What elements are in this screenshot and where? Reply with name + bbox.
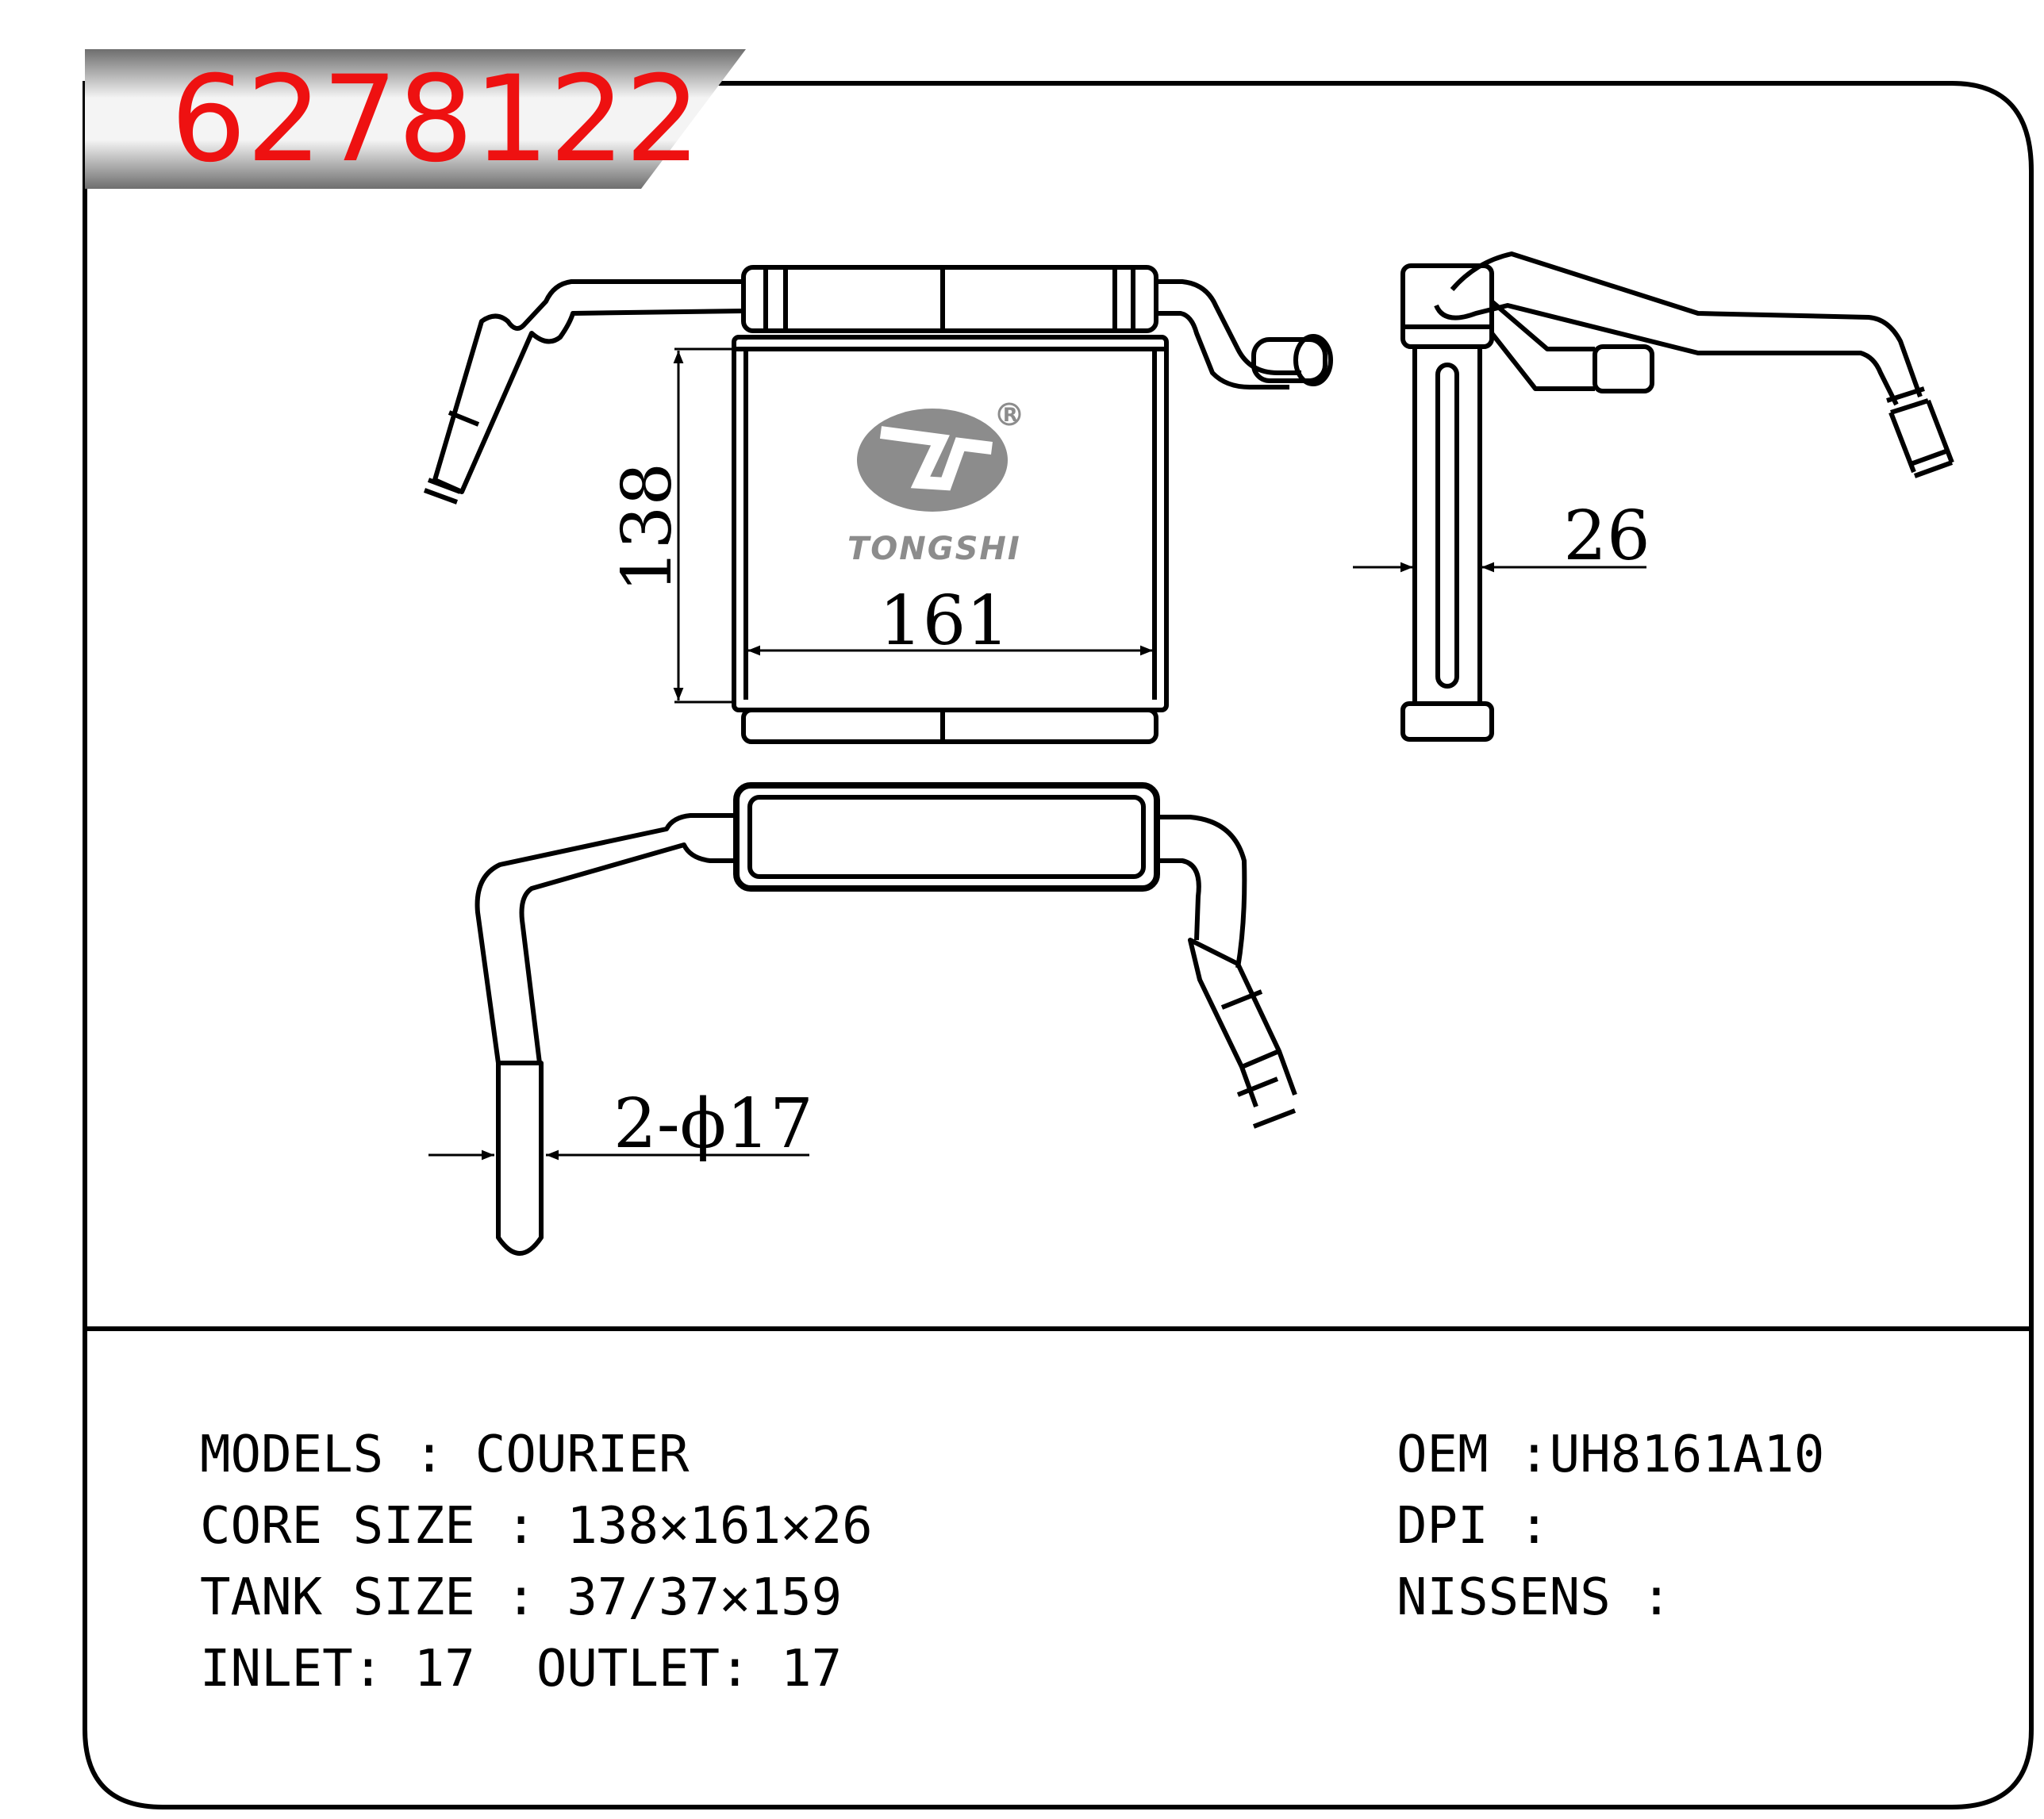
header-band: 6278122 bbox=[85, 49, 746, 189]
spec-nissens: NISSENS : bbox=[1397, 1568, 1672, 1627]
top-view-right-pipe bbox=[1157, 815, 1247, 969]
thickness-dimension: 26 bbox=[1353, 497, 1650, 576]
spec-models: MODELS : COURIER bbox=[200, 1426, 690, 1484]
spec-dpi: DPI : bbox=[1397, 1497, 1550, 1556]
right-pipe bbox=[1156, 279, 1301, 390]
spec-block-right: OEM :UH8161A10 DPI : NISSENS : bbox=[1397, 1426, 1824, 1627]
top-tank bbox=[741, 265, 1158, 333]
heater-core-front-view bbox=[423, 265, 1333, 744]
sheet-frame bbox=[83, 81, 2034, 1809]
bottom-tank bbox=[741, 708, 1158, 744]
right-pipe-stub bbox=[1251, 337, 1327, 383]
side-lower-pipe bbox=[1489, 299, 1595, 391]
side-core bbox=[1412, 344, 1482, 706]
height-label: 138 bbox=[608, 462, 687, 593]
part-number: 6278122 bbox=[171, 51, 701, 189]
top-view-left-pipe bbox=[474, 813, 736, 1064]
pipe-diameter-label: 2-ϕ17 bbox=[613, 1084, 813, 1164]
top-view-tank-inner bbox=[747, 795, 1146, 879]
spec-core-size: CORE SIZE : 138✕161✕26 bbox=[200, 1497, 873, 1556]
thickness-label: 26 bbox=[1563, 497, 1650, 576]
top-view-tank-outer bbox=[733, 782, 1160, 892]
spec-tank-size: TANK SIZE : 37/37✕159 bbox=[200, 1568, 842, 1627]
side-bottom-tank bbox=[1400, 701, 1494, 742]
side-upper-pipe-end bbox=[1886, 386, 1954, 478]
spec-oem: OEM :UH8161A10 bbox=[1397, 1426, 1824, 1484]
heater-core-top-view bbox=[474, 782, 1297, 1256]
spec-inlet-outlet: INLET: 17 OUTLET: 17 bbox=[200, 1640, 842, 1698]
spec-block-left: MODELS : COURIER CORE SIZE : 138✕161✕26 … bbox=[200, 1426, 873, 1698]
top-view-right-pipe-end bbox=[1188, 938, 1297, 1129]
side-top-tank bbox=[1400, 263, 1494, 349]
registered-mark: R bbox=[1003, 404, 1017, 426]
side-upper-pipe bbox=[1434, 251, 1923, 406]
height-dimension: 138 bbox=[608, 347, 734, 704]
tongshi-logo: R TONGSHI bbox=[847, 402, 1021, 567]
pipe-diameter-dimension: 2-ϕ17 bbox=[428, 1084, 813, 1164]
side-slot bbox=[1435, 363, 1459, 689]
heater-core-side-view bbox=[1400, 251, 1954, 742]
side-lower-stub bbox=[1593, 344, 1654, 393]
left-pipe bbox=[432, 279, 743, 494]
left-pipe-end bbox=[423, 410, 480, 505]
brand-name: TONGSHI bbox=[847, 531, 1021, 567]
top-view-left-pipe-end bbox=[496, 1061, 544, 1256]
width-label: 161 bbox=[879, 581, 1009, 661]
width-dimension: 161 bbox=[747, 581, 1153, 661]
